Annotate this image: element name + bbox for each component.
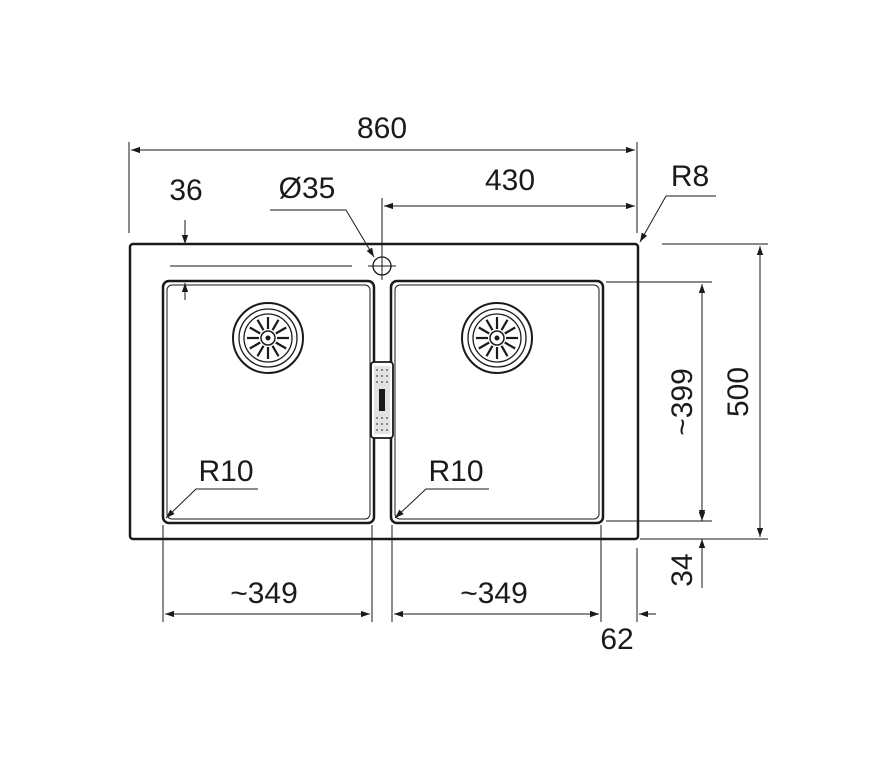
dim-left-bowl-radius: R10 bbox=[165, 455, 258, 519]
dim-right-bowl-radius-label: R10 bbox=[428, 455, 483, 488]
dim-outer-radius: R8 bbox=[639, 160, 716, 243]
dim-overall-depth: 500 bbox=[640, 243, 768, 540]
left-drain-icon bbox=[232, 302, 304, 374]
dim-right-bowl-radius: R10 bbox=[394, 455, 489, 519]
dim-right-bowl-width-label: ~349 bbox=[460, 577, 528, 610]
overflow-icon bbox=[370, 361, 394, 439]
dim-side-margin: 62 bbox=[587, 548, 656, 656]
dim-side-margin-label: 62 bbox=[600, 623, 633, 656]
tap-hole-icon bbox=[368, 252, 396, 280]
dim-tap-hole: Ø35 bbox=[270, 172, 375, 258]
dim-tap-hole-label: Ø35 bbox=[279, 172, 336, 205]
dim-tap-offset-label: 430 bbox=[485, 164, 535, 197]
dim-edge-inset: 36 bbox=[169, 174, 352, 300]
dim-left-bowl-width: ~349 bbox=[162, 525, 373, 622]
dim-bottom-margin: 34 bbox=[666, 505, 706, 588]
dim-bottom-margin-label: 34 bbox=[666, 553, 699, 586]
dim-bowl-length-label: ~399 bbox=[666, 368, 699, 436]
dim-overall-depth-label: 500 bbox=[722, 367, 755, 417]
dim-left-bowl-radius-label: R10 bbox=[198, 455, 253, 488]
dim-edge-inset-label: 36 bbox=[169, 174, 202, 207]
sink-outline bbox=[128, 242, 640, 541]
dim-outer-radius-label: R8 bbox=[671, 160, 709, 193]
dim-right-bowl-width: ~349 bbox=[391, 525, 602, 622]
right-drain-icon bbox=[461, 302, 533, 374]
dim-left-bowl-width-label: ~349 bbox=[230, 577, 298, 610]
dim-bowl-length: ~399 bbox=[606, 281, 712, 522]
dim-tap-offset: 430 bbox=[381, 164, 635, 252]
dim-overall-width-label: 860 bbox=[357, 112, 407, 145]
dim-overall-width: 860 bbox=[128, 112, 638, 233]
